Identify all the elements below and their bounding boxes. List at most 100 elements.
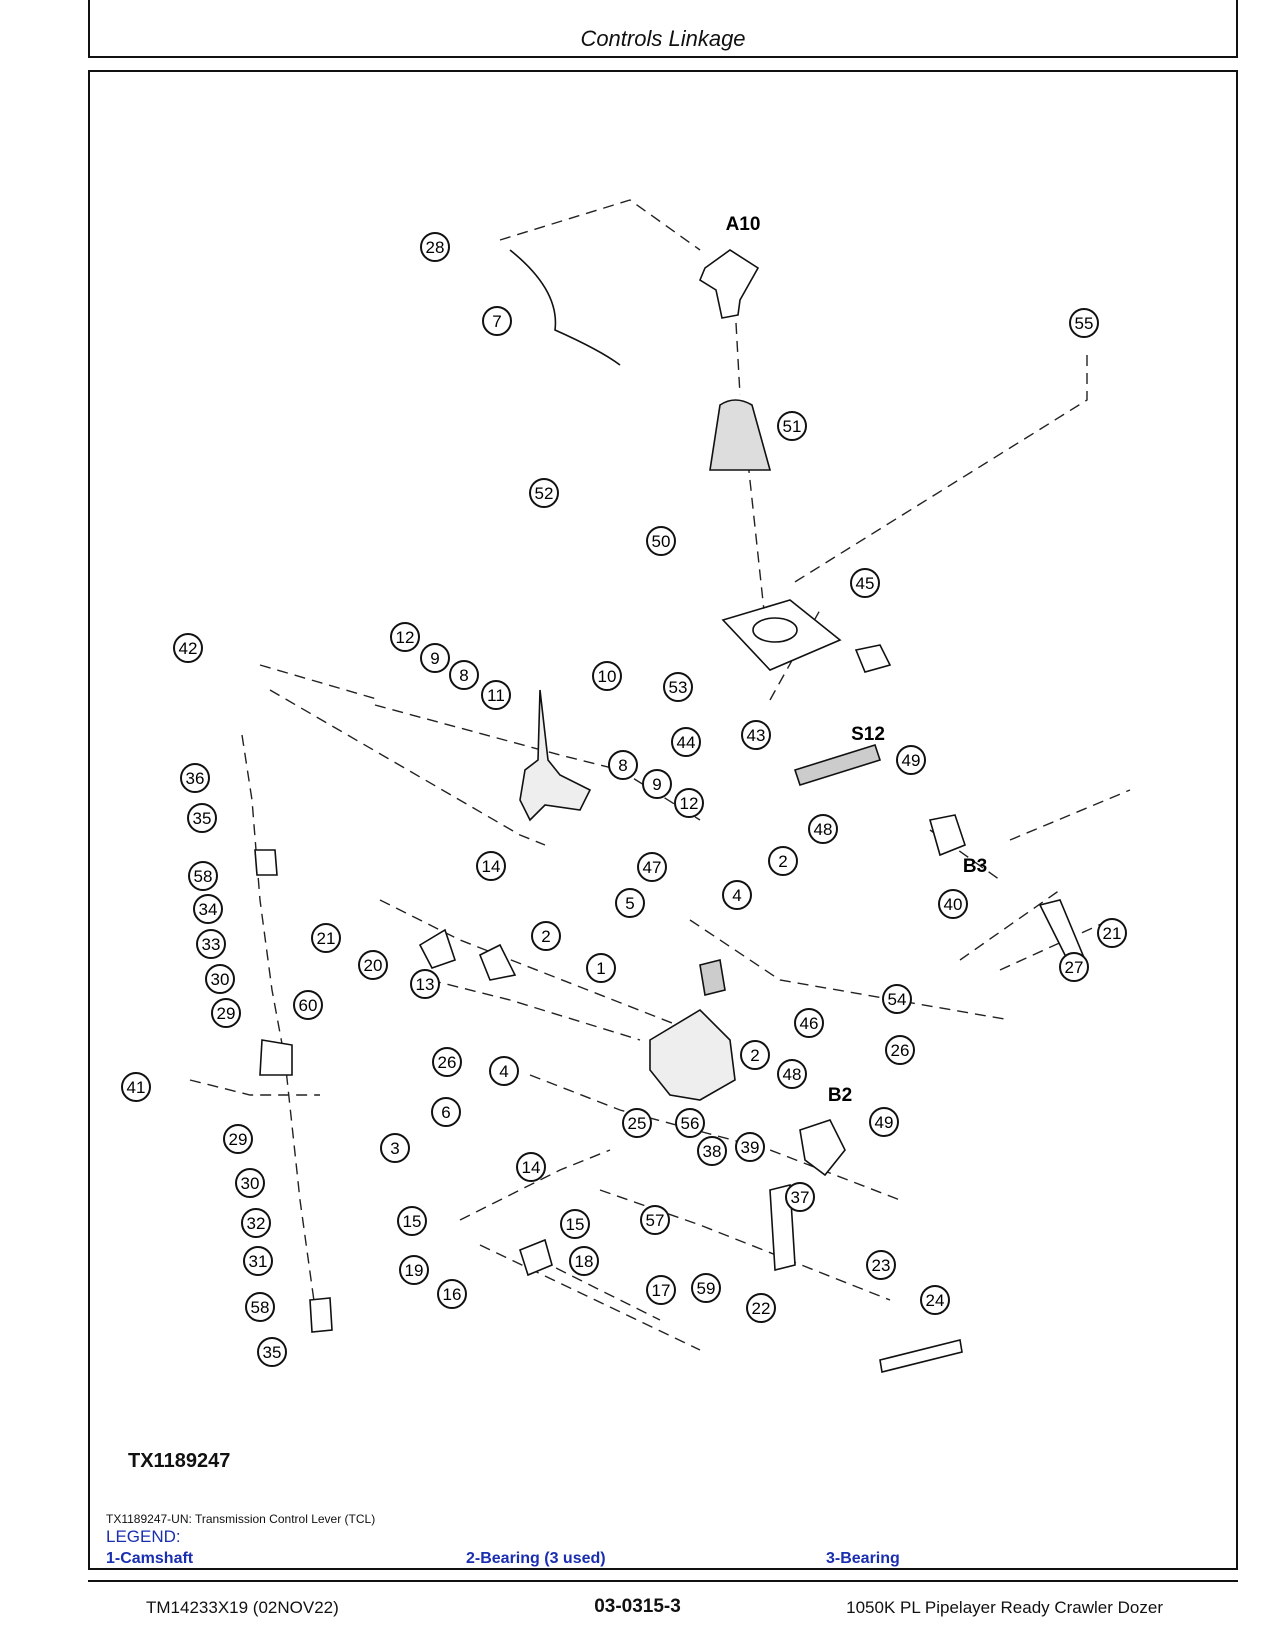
callout-number: 58 <box>251 1298 270 1317</box>
callout-number: 38 <box>703 1142 722 1161</box>
callout-circle <box>785 1182 815 1212</box>
callout-circle <box>592 661 622 691</box>
callout-circle <box>449 660 479 690</box>
callout-number: 54 <box>888 990 907 1009</box>
callout-circle <box>794 1008 824 1038</box>
callout-46: 46 <box>794 1008 824 1038</box>
callout-circle <box>777 411 807 441</box>
callout-number: 2 <box>778 852 787 871</box>
figure-frame: TX1189247 TX1189247-UN: Transmission Con… <box>88 70 1238 1570</box>
callout-circle <box>740 1040 770 1070</box>
callout-42: 42 <box>173 633 203 663</box>
callout-circle <box>622 1108 652 1138</box>
callout-58: 58 <box>245 1292 275 1322</box>
callout-58: 58 <box>188 861 218 891</box>
callout-circle <box>882 984 912 1014</box>
callout-number: 40 <box>944 895 963 914</box>
callout-30: 30 <box>235 1168 265 1198</box>
callout-circle <box>768 846 798 876</box>
callout-51: 51 <box>777 411 807 441</box>
figure-caption: TX1189247-UN: Transmission Control Lever… <box>106 1512 376 1526</box>
callout-circle <box>390 622 420 652</box>
callout-number: 60 <box>299 996 318 1015</box>
callout-number: 30 <box>241 1174 260 1193</box>
callout-31: 31 <box>243 1246 273 1276</box>
callout-52: 52 <box>529 478 559 508</box>
component-label-b2: B2 <box>828 1085 852 1106</box>
callout-number: 45 <box>856 574 875 593</box>
callout-2: 2 <box>768 846 798 876</box>
callout-48: 48 <box>777 1059 807 1089</box>
callout-48: 48 <box>808 814 838 844</box>
callout-circle <box>640 1205 670 1235</box>
callout-circle <box>420 643 450 673</box>
callout-5: 5 <box>615 888 645 918</box>
legend-item-camshaft: 1-Camshaft <box>106 1550 194 1567</box>
callout-56: 56 <box>675 1108 705 1138</box>
callout-circle <box>431 1097 461 1127</box>
callout-number: 26 <box>438 1053 457 1072</box>
callout-circle <box>121 1072 151 1102</box>
callout-43: 43 <box>741 720 771 750</box>
callout-circle <box>869 1107 899 1137</box>
callout-circle <box>615 888 645 918</box>
footer-doc-id: TM14233X19 (02NOV22) <box>146 1598 339 1617</box>
callout-number: 30 <box>211 970 230 989</box>
callout-4: 4 <box>722 880 752 910</box>
callout-24: 24 <box>920 1285 950 1315</box>
callout-14: 14 <box>476 851 506 881</box>
callout-number: 17 <box>652 1281 671 1300</box>
callout-circle <box>193 894 223 924</box>
callout-circle <box>896 745 926 775</box>
component-label-b3: B3 <box>963 856 987 877</box>
callout-13: 13 <box>410 969 440 999</box>
callout-number: 15 <box>403 1212 422 1231</box>
callout-circle <box>205 964 235 994</box>
callout-circle <box>663 672 693 702</box>
callout-2: 2 <box>531 921 561 951</box>
callout-circle <box>560 1209 590 1239</box>
callout-number: 16 <box>443 1285 462 1304</box>
callout-circle <box>697 1136 727 1166</box>
callout-number: 12 <box>396 628 415 647</box>
callout-circle <box>1097 918 1127 948</box>
callout-12: 12 <box>674 788 704 818</box>
callout-number: 4 <box>732 886 741 905</box>
callout-number: 19 <box>405 1261 424 1280</box>
callout-circle <box>885 1035 915 1065</box>
callout-circle <box>173 633 203 663</box>
callout-number: 39 <box>741 1138 760 1157</box>
callout-circle <box>476 851 506 881</box>
callout-number: 5 <box>625 894 634 913</box>
callout-circle <box>646 526 676 556</box>
callout-circle <box>196 929 226 959</box>
legend-item-bearing: 3-Bearing <box>826 1550 900 1567</box>
callout-circle <box>529 478 559 508</box>
figure-id: TX1189247 <box>128 1450 231 1472</box>
component-label-a10: A10 <box>726 214 761 235</box>
callout-22: 22 <box>746 1293 776 1323</box>
callout-49: 49 <box>869 1107 899 1137</box>
callout-number: 27 <box>1065 958 1084 977</box>
callout-number: 48 <box>814 820 833 839</box>
callout-number: 43 <box>747 726 766 745</box>
callout-37: 37 <box>785 1182 815 1212</box>
legend-item-bearing-3-used: 2-Bearing (3 used) <box>466 1550 606 1567</box>
callout-12: 12 <box>390 622 420 652</box>
callout-circle <box>358 950 388 980</box>
callout-35: 35 <box>187 803 217 833</box>
callout-number: 21 <box>317 929 336 948</box>
callout-number: 12 <box>680 794 699 813</box>
callout-50: 50 <box>646 526 676 556</box>
footer-page-number: 03-0315-3 <box>594 1596 681 1617</box>
callout-55: 55 <box>1069 308 1099 338</box>
callout-circle <box>722 880 752 910</box>
callout-number: 14 <box>482 857 501 876</box>
callout-number: 49 <box>902 751 921 770</box>
callout-number: 36 <box>186 769 205 788</box>
callout-21: 21 <box>1097 918 1127 948</box>
callout-33: 33 <box>196 929 226 959</box>
callout-26: 26 <box>885 1035 915 1065</box>
callout-circle <box>675 1108 705 1138</box>
